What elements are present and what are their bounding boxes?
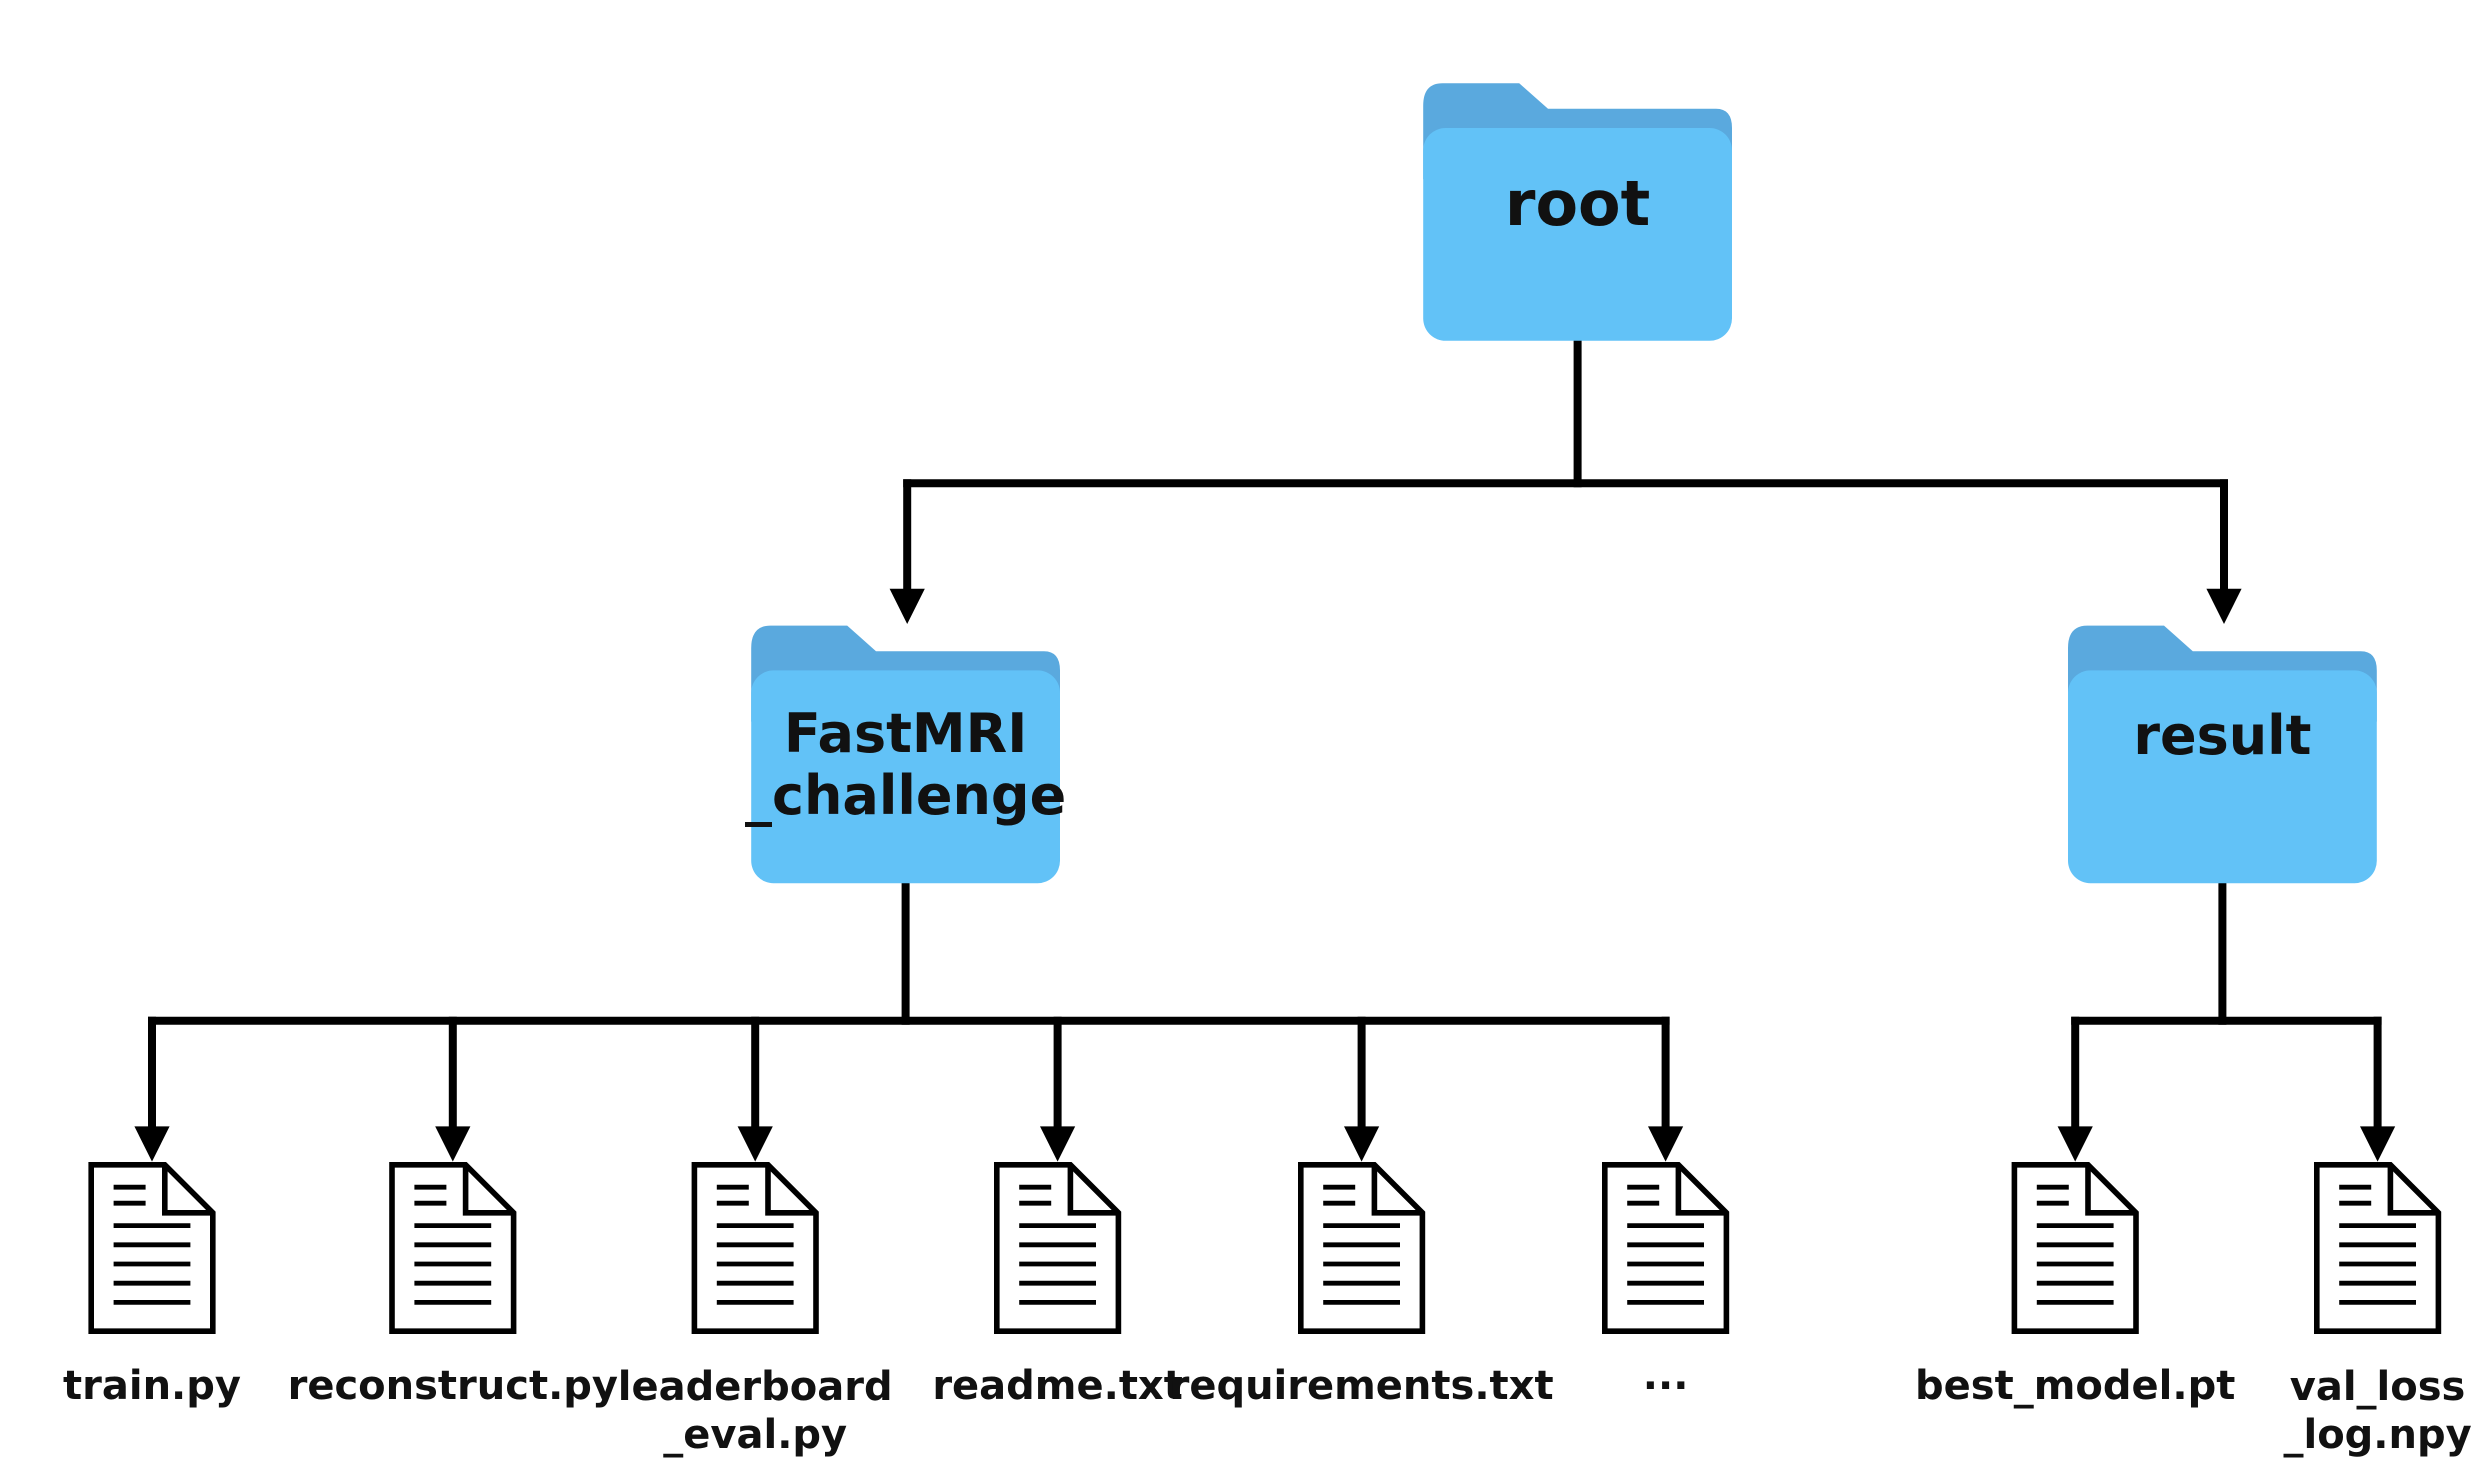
document-icon	[389, 1162, 517, 1334]
file-label: val_loss_log.npy	[2283, 1364, 2472, 1459]
connector-arrow-file-0-3-arrowhead	[1040, 1126, 1076, 1162]
document-icon	[1298, 1162, 1426, 1334]
result-folder-icon	[2068, 625, 2377, 884]
document-icon	[2011, 1162, 2139, 1334]
connector-arrow-file-0-0-arrowhead	[134, 1126, 170, 1162]
result-folder-label: result	[2133, 703, 2312, 767]
document-icon	[88, 1162, 216, 1334]
fastmri-challenge-folder-label: FastMRI_challenge	[744, 701, 1067, 827]
file-label: ···	[1642, 1362, 1689, 1409]
file-label: best_model.pt	[1915, 1362, 2236, 1409]
tree-nodes	[88, 83, 2442, 1334]
document-icon	[691, 1162, 819, 1334]
root-folder-label: root	[1504, 166, 1651, 240]
connector-arrow-file-0-2-arrowhead	[737, 1126, 773, 1162]
connector-arrow-file-0-5-arrowhead	[1648, 1126, 1684, 1162]
connector-arrow-file-1-1-arrowhead	[2360, 1126, 2396, 1162]
file-label: leaderboard_eval.py	[617, 1364, 893, 1459]
file-label: reconstruct.py	[287, 1362, 618, 1409]
connector-arrow-file-0-1-arrowhead	[435, 1126, 471, 1162]
document-icon	[1602, 1162, 1730, 1334]
file-label: readme.txt	[932, 1362, 1183, 1409]
connector-arrow-file-0-4-arrowhead	[1344, 1126, 1380, 1162]
connector-arrow-file-1-0-arrowhead	[2057, 1126, 2093, 1162]
fastmri-challenge-folder-icon	[751, 625, 1060, 884]
document-icon	[994, 1162, 1122, 1334]
connector-arrow-fastmri-arrowhead	[889, 588, 925, 624]
document-icon	[2314, 1162, 2442, 1334]
root-folder-icon	[1423, 83, 1732, 341]
connector-arrow-result-arrowhead	[2206, 588, 2242, 624]
file-label: train.py	[63, 1362, 241, 1409]
tree-connectors	[134, 336, 2396, 1162]
file-label: requirements.txt	[1169, 1362, 1554, 1409]
